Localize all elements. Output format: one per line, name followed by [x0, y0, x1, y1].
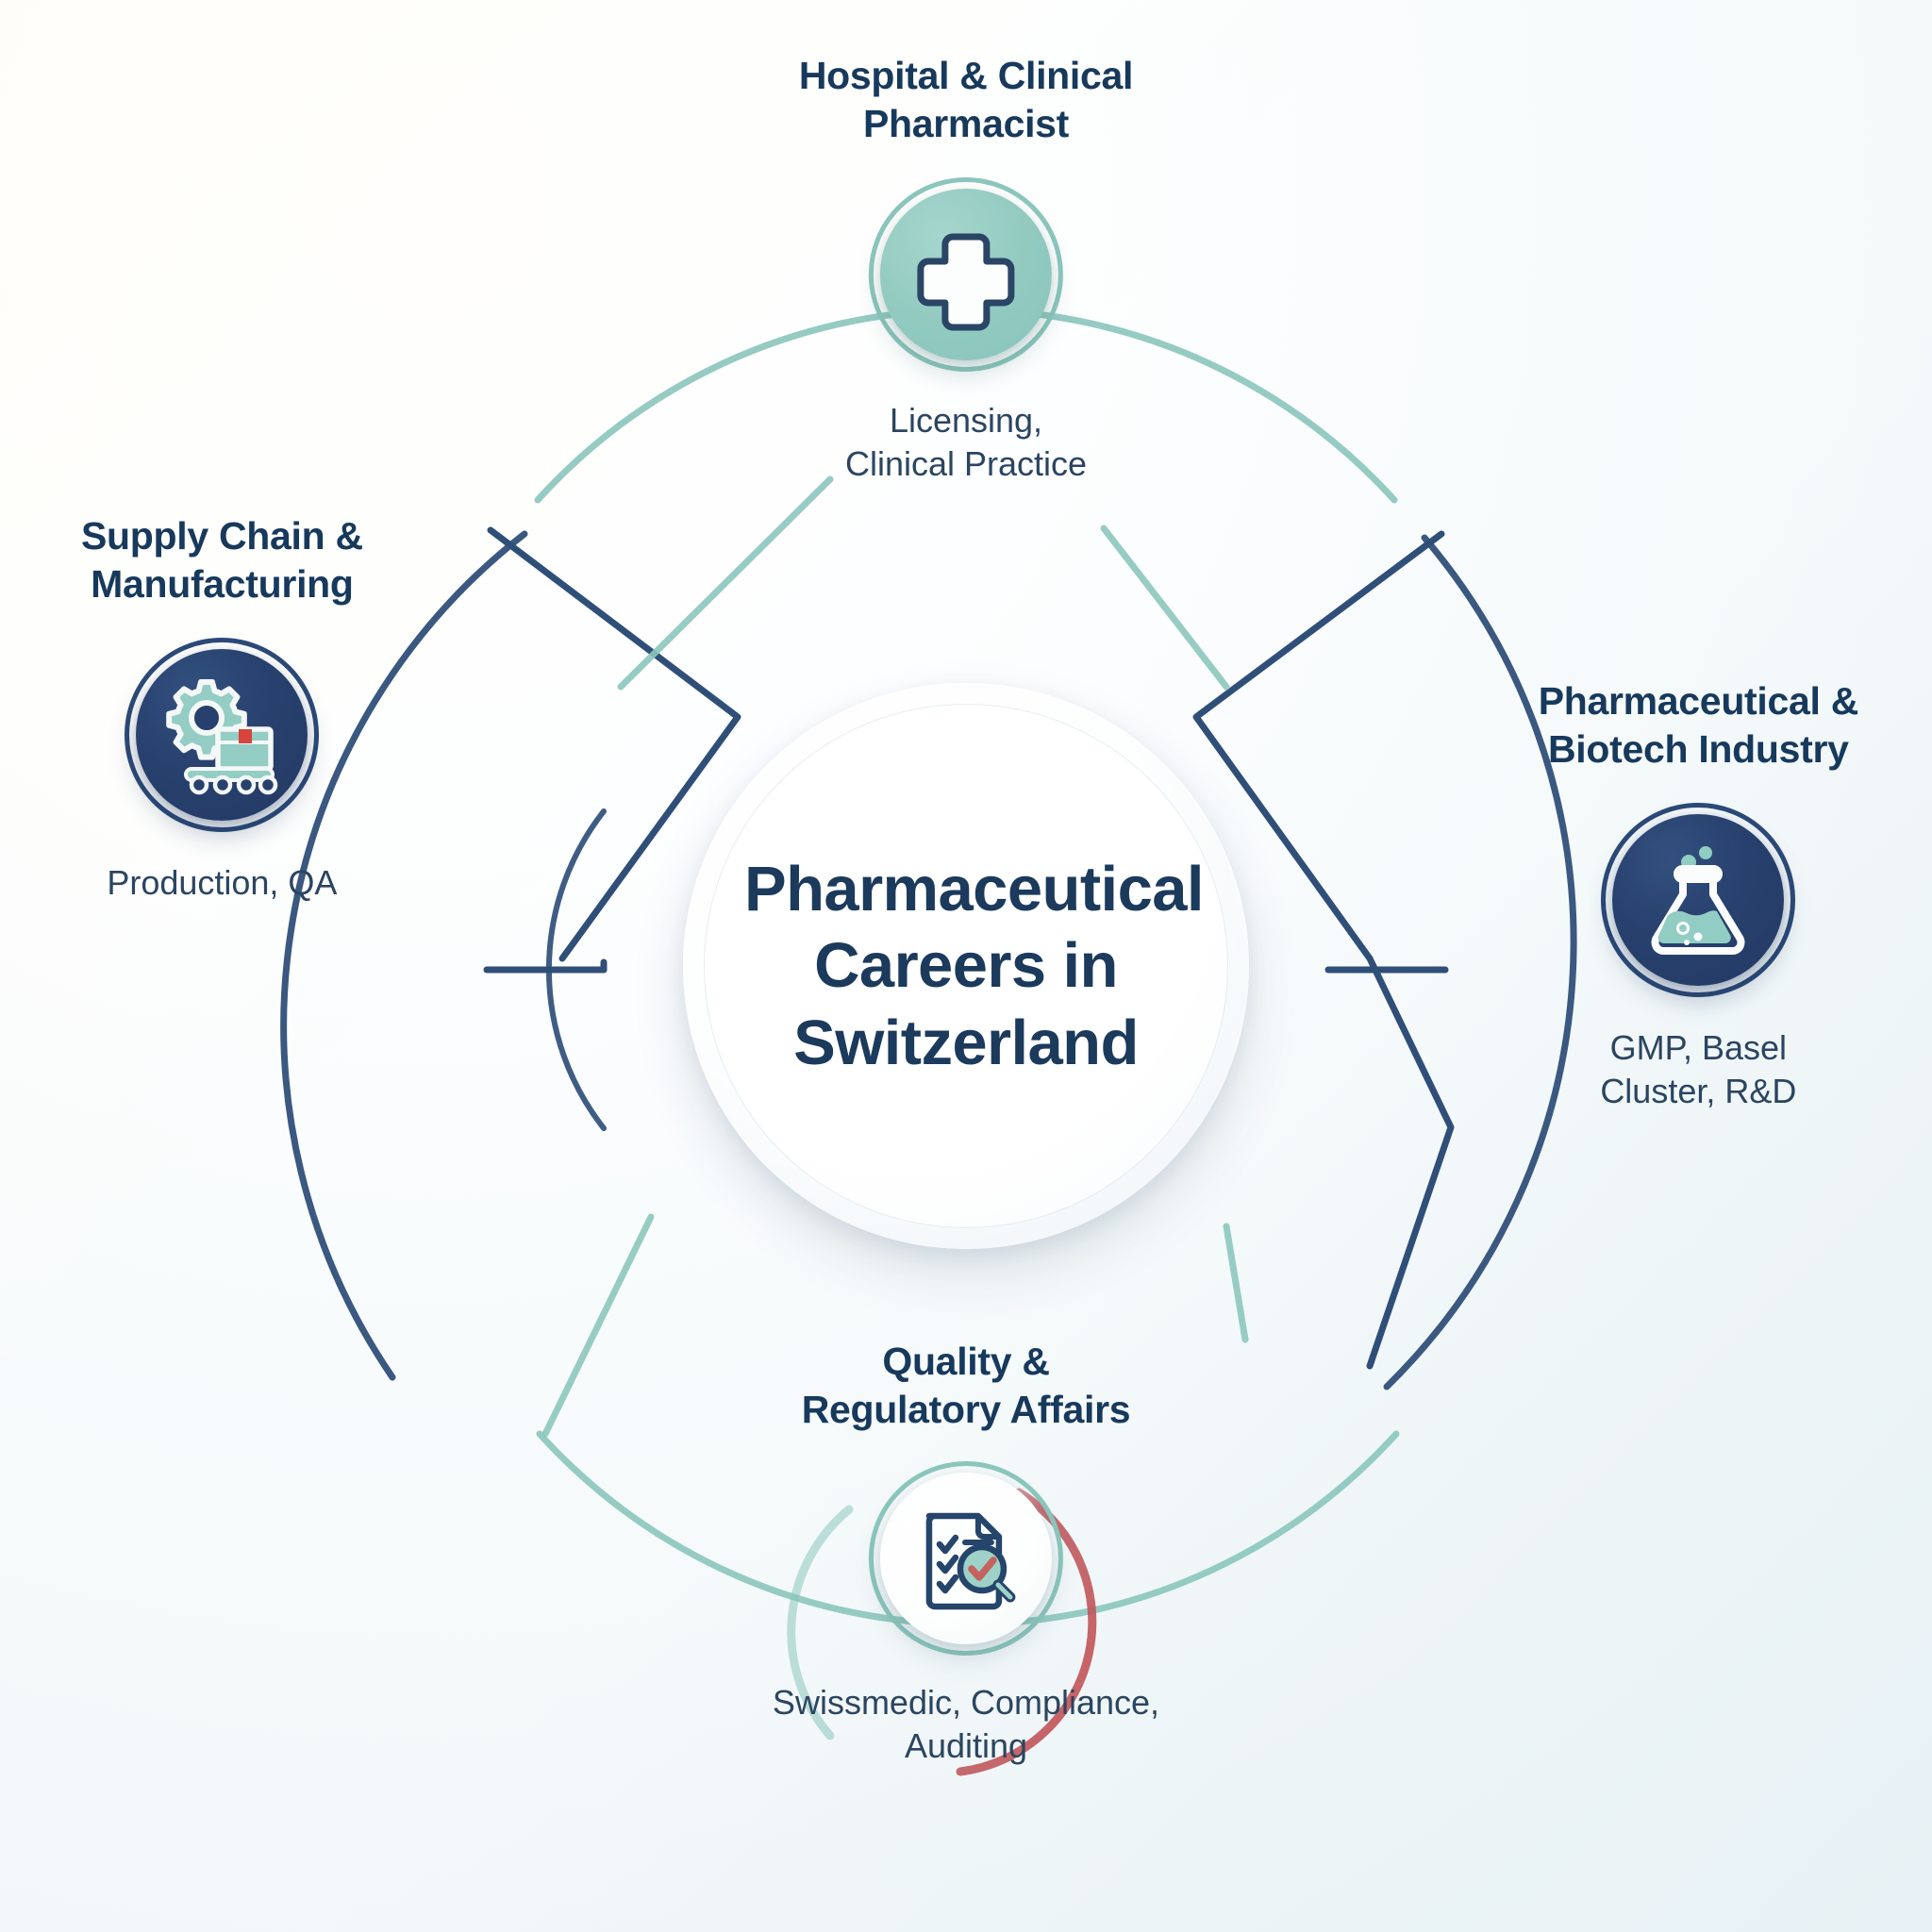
arc-right-navy: [1383, 534, 1577, 1391]
erlenmeyer-flask-icon: [1651, 845, 1745, 955]
connector-stub-bottom-left-teal: [541, 1213, 655, 1438]
node-left-ring: [125, 637, 320, 832]
node-right-badge[interactable]: [1598, 800, 1798, 1000]
node-top-badge[interactable]: [866, 175, 1066, 375]
node-left-disc: [136, 648, 308, 821]
node-bottom-label-line-2: Regulatory Affairs: [801, 1387, 1131, 1431]
node-bottom-badge[interactable]: [866, 1458, 1066, 1658]
node-top-ring: [868, 176, 1063, 372]
node-bottom-label-line-1: Quality &: [882, 1340, 1050, 1383]
node-bottom-sub-line-2: Auditing: [904, 1726, 1028, 1766]
connector-stub-top-right-teal: [1100, 525, 1230, 691]
node-pharmaceutical-biotech-industry[interactable]: Pharmaceutical & Biotech Industry: [1538, 677, 1859, 1115]
checklist-magnifier-icon: [925, 1512, 1016, 1609]
node-hospital-clinical-pharmacist[interactable]: Hospital & Clinical Pharmacist Licensing…: [798, 52, 1134, 488]
page-title: Pharmaceutical Careers in Switzerland: [744, 851, 1205, 1080]
node-bottom-disc: [879, 1472, 1052, 1644]
node-left-label: Supply Chain & Manufacturing: [81, 512, 363, 608]
node-supply-chain-manufacturing[interactable]: Supply Chain & Manufacturing: [81, 512, 363, 905]
node-right-label-line-1: Pharmaceutical &: [1538, 679, 1859, 723]
node-right-sub-line-2: Cluster, R&D: [1600, 1072, 1797, 1111]
connector-stub-bottom-right-teal: [1223, 1223, 1249, 1343]
node-right-label: Pharmaceutical & Biotech Industry: [1538, 677, 1859, 774]
page-title-line-3: Switzerland: [793, 1007, 1139, 1078]
node-left-sub-line-1: Production, QA: [107, 862, 338, 902]
medical-cross-icon: [917, 233, 1015, 331]
hub-edge-arc-left: [545, 808, 607, 1131]
node-right-ring: [1601, 802, 1796, 997]
node-bottom-ring: [868, 1460, 1063, 1656]
node-right-label-line-2: Biotech Industry: [1548, 726, 1849, 771]
connector-chevron-upper-left: [487, 526, 741, 962]
node-top-label: Hospital & Clinical Pharmacist: [798, 52, 1134, 148]
connector-chevron-lower-right: [1366, 955, 1455, 1370]
arc-bottom-node-red: [956, 1488, 1097, 1776]
node-bottom-sub-line-1: Swissmedic, Compliance,: [772, 1682, 1160, 1722]
page-title-line-1: Pharmaceutical: [744, 854, 1205, 925]
node-left-label-line-1: Supply Chain &: [81, 514, 363, 558]
gear-conveyor-box-icon: [166, 678, 278, 794]
box-shape: [215, 725, 275, 772]
node-top-sub-line-2: Clinical Practice: [844, 444, 1088, 484]
node-right-disc: [1612, 813, 1785, 986]
node-right-sub-line-1: GMP, Basel: [1609, 1027, 1788, 1067]
node-right-sub: GMP, Basel Cluster, R&D: [1600, 1026, 1796, 1115]
node-top-disc: [879, 188, 1052, 360]
node-top-sub-line-1: Licensing,: [889, 400, 1043, 440]
center-hub-inner-ring: [704, 704, 1228, 1228]
node-bottom-label: Quality & Regulatory Affairs: [802, 1338, 1131, 1434]
node-top-label-line-2: Pharmacist: [862, 101, 1070, 145]
node-top-sub: Licensing, Clinical Practice: [845, 399, 1087, 488]
page-title-line-2: Careers in: [814, 930, 1118, 1002]
node-quality-regulatory-affairs[interactable]: Quality & Regulatory Affairs: [773, 1338, 1159, 1769]
arc-left-navy: [280, 530, 528, 1381]
node-left-sub: Production, QA: [107, 861, 337, 906]
node-left-badge[interactable]: [122, 635, 322, 835]
node-bottom-sub: Swissmedic, Compliance, Auditing: [773, 1681, 1159, 1770]
center-hub: Pharmaceutical Careers in Switzerland: [683, 683, 1249, 1249]
arc-bottom-node-teal-outer: [787, 1505, 854, 1740]
node-left-label-line-2: Manufacturing: [91, 561, 354, 606]
node-top-label-line-1: Hospital & Clinical: [798, 54, 1134, 97]
connector-stub-top-left-teal: [617, 475, 834, 691]
connector-chevron-upper-right: [1192, 530, 1445, 962]
